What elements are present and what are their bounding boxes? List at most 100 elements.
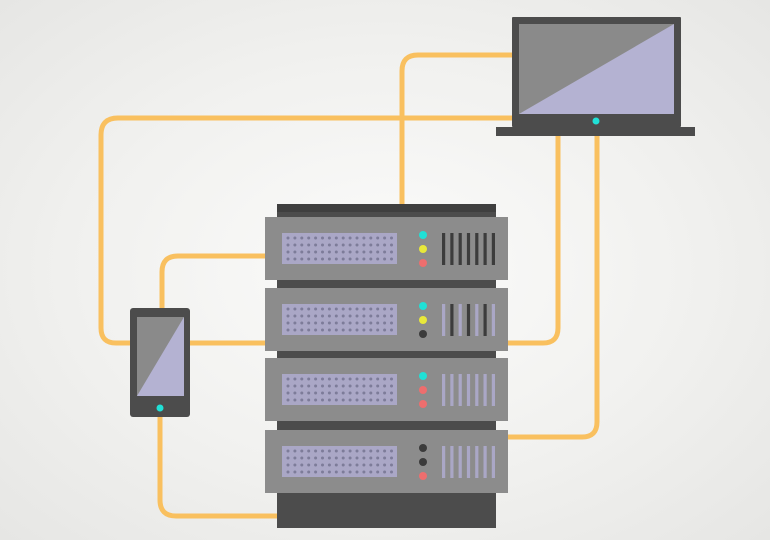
vent-panel [282,304,397,335]
vent-hole [335,237,338,240]
laptop-icon [496,17,695,136]
vent-hole [349,329,352,332]
vent-panel [282,374,397,405]
vent-hole [314,457,317,460]
vent-hole [369,308,372,311]
vent-hole [321,385,324,388]
vent-hole [300,258,303,261]
vent-hole [362,464,365,467]
vent-hole [369,322,372,325]
vent-hole [383,237,386,240]
vent-hole [293,457,296,460]
vent-hole [321,450,324,453]
vent-hole [293,251,296,254]
vent-hole [362,471,365,474]
vent-hole [300,315,303,318]
vent-hole [390,258,393,261]
vent-hole [349,315,352,318]
vent-hole [390,392,393,395]
vent-hole [356,329,359,332]
vent-hole [349,244,352,247]
vent-hole [349,471,352,474]
drive-slot [442,374,445,406]
vent-hole [349,385,352,388]
vent-hole [349,251,352,254]
vent-hole [390,457,393,460]
vent-hole [356,392,359,395]
vent-hole [293,464,296,467]
vent-hole [307,399,310,402]
vent-hole [335,464,338,467]
vent-hole [369,450,372,453]
vent-hole [356,378,359,381]
vent-hole [342,378,345,381]
vent-hole [356,251,359,254]
vent-hole [369,329,372,332]
vent-hole [335,471,338,474]
vent-hole [342,251,345,254]
drive-slot [492,446,495,478]
vent-hole [369,258,372,261]
vent-hole [321,457,324,460]
vent-hole [307,378,310,381]
vent-hole [328,392,331,395]
drive-slot [475,374,478,406]
vent-hole [349,450,352,453]
vent-hole [349,322,352,325]
drive-slot [442,304,445,336]
vent-hole [328,378,331,381]
vent-hole [321,308,324,311]
vent-hole [307,450,310,453]
vent-hole [300,392,303,395]
vent-hole [300,457,303,460]
vent-hole [293,322,296,325]
vent-hole [321,464,324,467]
drive-slot [492,304,495,336]
vent-hole [390,329,393,332]
status-led [419,231,427,239]
vent-hole [369,237,372,240]
status-led [419,400,427,408]
vent-hole [342,399,345,402]
vent-hole [349,378,352,381]
vent-hole [287,471,290,474]
vent-hole [307,464,310,467]
vent-hole [342,258,345,261]
vent-hole [287,308,290,311]
vent-hole [307,308,310,311]
vent-hole [300,237,303,240]
vent-hole [328,251,331,254]
vent-hole [287,244,290,247]
vent-hole [321,251,324,254]
vent-hole [356,322,359,325]
vent-hole [314,471,317,474]
vent-hole [321,322,324,325]
vent-hole [383,471,386,474]
vent-hole [356,399,359,402]
vent-hole [383,464,386,467]
vent-hole [293,392,296,395]
vent-hole [307,457,310,460]
vent-hole [383,251,386,254]
drive-slot [475,304,478,336]
vent-hole [362,392,365,395]
drive-slot [467,374,470,406]
vent-hole [328,457,331,460]
vent-hole [390,385,393,388]
vent-hole [293,308,296,311]
drive-slot [459,304,462,336]
vent-hole [369,378,372,381]
server-unit [265,288,508,351]
vent-hole [321,237,324,240]
vent-hole [376,378,379,381]
vent-hole [376,322,379,325]
vent-hole [321,392,324,395]
vent-hole [287,322,290,325]
vent-hole [307,392,310,395]
server-unit [265,217,508,280]
cable-unit-1-to-phone [162,256,265,310]
vent-hole [390,378,393,381]
vent-hole [307,385,310,388]
